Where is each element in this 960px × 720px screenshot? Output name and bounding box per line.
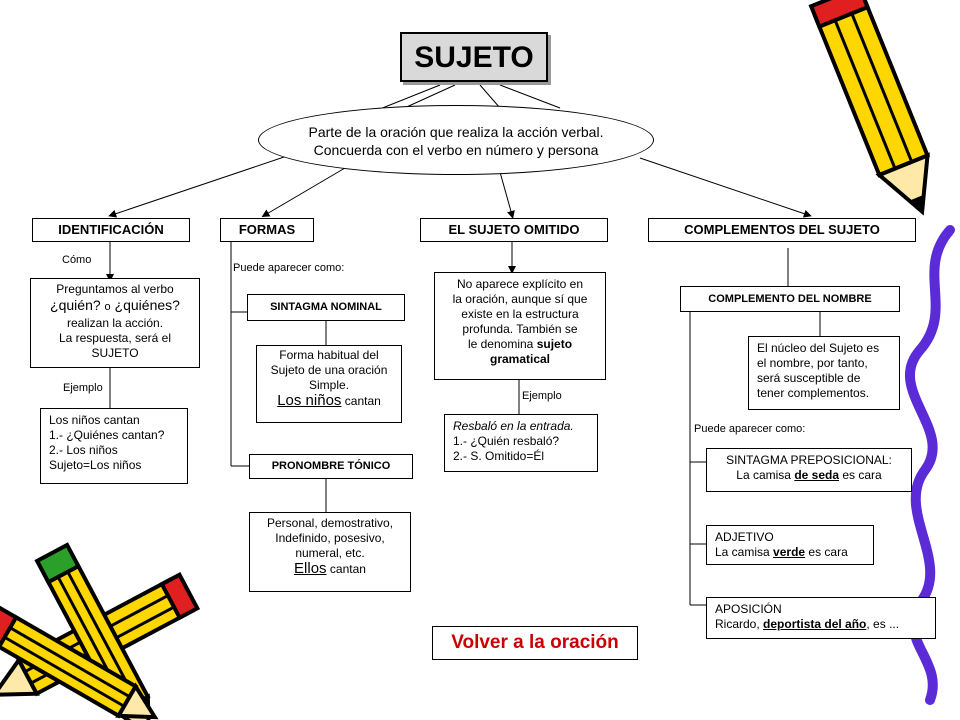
back-to-oracion-button[interactable]: Volver a la oración (432, 626, 638, 660)
complemento-nombre-box: COMPLEMENTO DEL NOMBRE (680, 286, 900, 312)
label-puede-aparecer-formas: Puede aparecer como: (233, 262, 345, 274)
text-respuesta: La respuesta, será el (58, 331, 172, 345)
pencil-icon-right (808, 0, 931, 216)
text-sujeto: SUJETO (91, 346, 139, 360)
omitido-desc-box: No aparece explícito en la oración, aunq… (434, 272, 606, 380)
pronombre-tonico-desc: Personal, demostrativo, Indefinido, pose… (249, 512, 411, 592)
page-title: SUJETO (400, 32, 548, 82)
text-preguntamos: Preguntamos al verbo (56, 282, 174, 296)
text-realizan: realizan la acción. (66, 316, 164, 330)
header-identificacion: IDENTIFICACIÓN (32, 218, 190, 242)
header-formas: FORMAS (220, 218, 314, 242)
aposicion-box: APOSICIÓN Ricardo, deportista del año, e… (706, 597, 936, 639)
identificacion-box: Preguntamos al verbo ¿quién? o ¿quiénes?… (30, 278, 200, 368)
label-puede-aparecer-complementos: Puede aparecer como: (694, 423, 806, 435)
text-quien-quienes: ¿quién? o ¿quiénes? (50, 297, 180, 313)
header-sujeto-omitido: EL SUJETO OMITIDO (420, 218, 608, 242)
identificacion-example-box: Los niños cantan 1.- ¿Quiénes cantan? 2.… (40, 408, 188, 484)
pencil-icon-left-3 (0, 602, 159, 720)
definition-line-1: Parte de la oración que realiza la acció… (308, 124, 604, 140)
definition-ellipse: Parte de la oración que realiza la acció… (258, 105, 654, 175)
complemento-nombre-desc: El núcleo del Sujeto es el nombre, por t… (748, 336, 900, 410)
adjetivo-box: ADJETIVO La camisa verde es cara (706, 525, 874, 565)
header-complementos: COMPLEMENTOS DEL SUJETO (648, 218, 916, 242)
label-ejemplo-identificacion: Ejemplo (63, 382, 103, 394)
sintagma-nominal-box: SINTAGMA NOMINAL (247, 294, 405, 321)
definition-line-2: Concuerda con el verbo en número y perso… (313, 142, 599, 158)
sintagma-nominal-desc: Forma habitual del Sujeto de una oración… (256, 345, 402, 423)
label-ejemplo-omitido: Ejemplo (522, 390, 562, 402)
label-como: Cómo (62, 254, 92, 266)
omitido-example-box: Resbaló en la entrada. 1.- ¿Quién resbal… (444, 414, 598, 472)
sintagma-preposicional-box: SINTAGMA PREPOSICIONAL: La camisa de sed… (706, 448, 912, 492)
pronombre-tonico-box: PRONOMBRE TÓNICO (249, 454, 413, 479)
